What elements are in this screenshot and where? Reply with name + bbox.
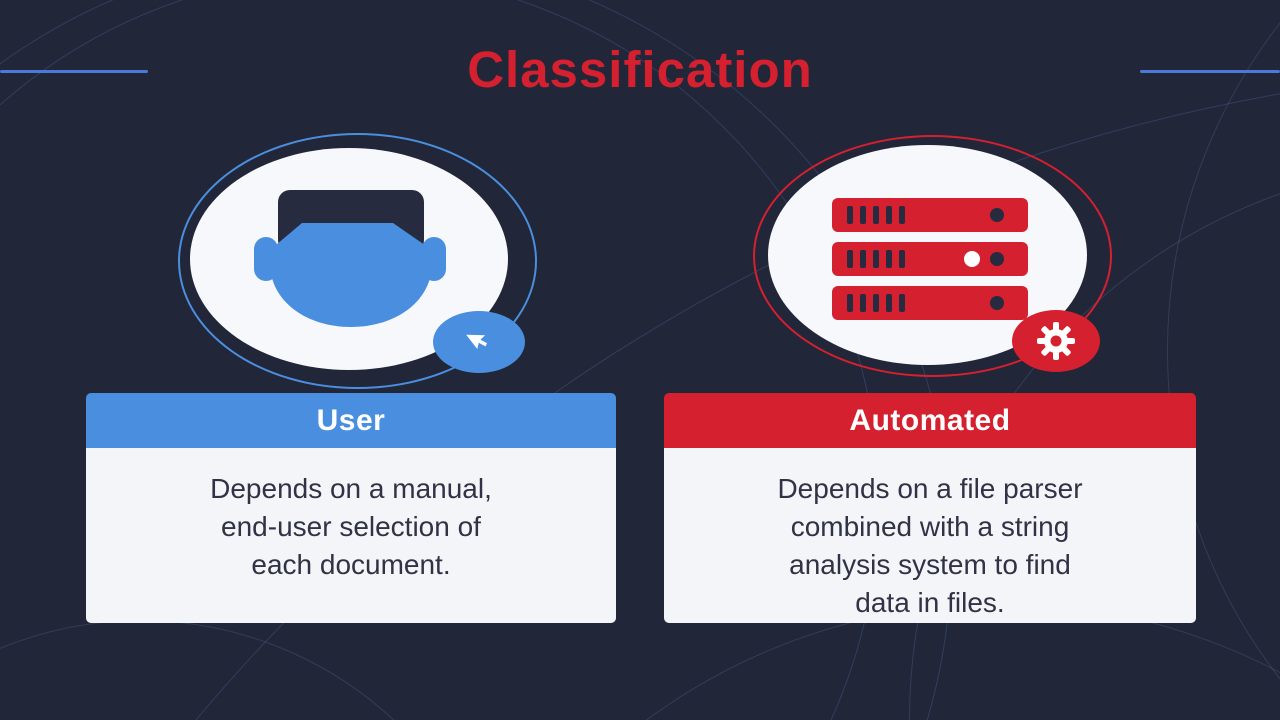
user-card-header: User: [86, 393, 616, 448]
automated-card: Automated Depends on a file parser combi…: [664, 393, 1196, 623]
user-card: User Depends on a manual, end-user selec…: [86, 393, 616, 623]
automated-card-header: Automated: [664, 393, 1196, 448]
user-figure-ring: [178, 133, 537, 389]
accent-line-right: [1140, 70, 1280, 73]
gear-icon: [1037, 322, 1075, 360]
automated-gear-badge: [1012, 310, 1100, 372]
user-cursor-badge: [433, 311, 525, 373]
cursor-icon: [466, 334, 488, 350]
background-arc: [0, 620, 512, 720]
user-card-body: Depends on a manual, end-user selection …: [86, 448, 616, 623]
accent-line-left: [0, 70, 148, 73]
user-head-icon: [254, 190, 446, 327]
automated-figure-ring: [753, 135, 1112, 377]
automated-card-body: Depends on a file parser combined with a…: [664, 448, 1196, 623]
page-title: Classification: [467, 41, 813, 98]
server-stack-icon: [832, 198, 1028, 320]
